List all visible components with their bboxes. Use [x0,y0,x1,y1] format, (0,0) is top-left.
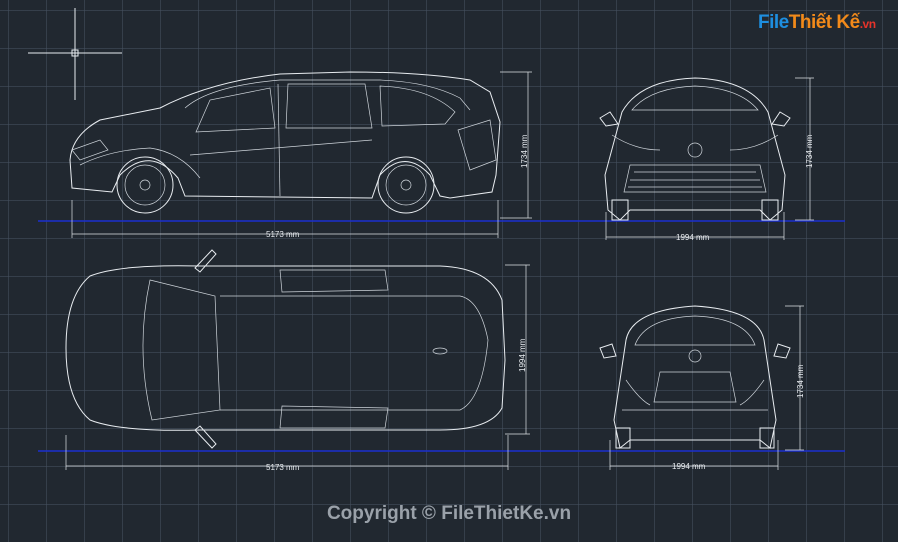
front-view [599,77,791,221]
dim-side-height: 1734 mm [520,134,529,168]
side-view [69,71,501,214]
dim-top-length: 5173 mm [266,463,300,472]
copyright-text: Copyright © FileThietKe.vn [326,503,572,524]
crosshair-icon [28,8,122,100]
dim-front-height: 1734 mm [805,134,814,168]
top-view [65,249,506,449]
filethietke-logo: FileThiết Kế.vn [758,12,876,34]
rear-view [599,305,791,449]
logo-part-thietke: Thiết Kế [788,12,860,33]
logo-part-vn: .vn [859,17,876,31]
dim-top-width: 1994 mm [518,338,527,372]
logo-part-file: File [758,12,789,33]
dim-rear-width: 1994 mm [672,462,706,471]
dim-rear-height: 1734 mm [796,364,805,398]
dim-front-width: 1994 mm [676,233,710,242]
dim-side-length: 5173 mm [266,230,300,239]
